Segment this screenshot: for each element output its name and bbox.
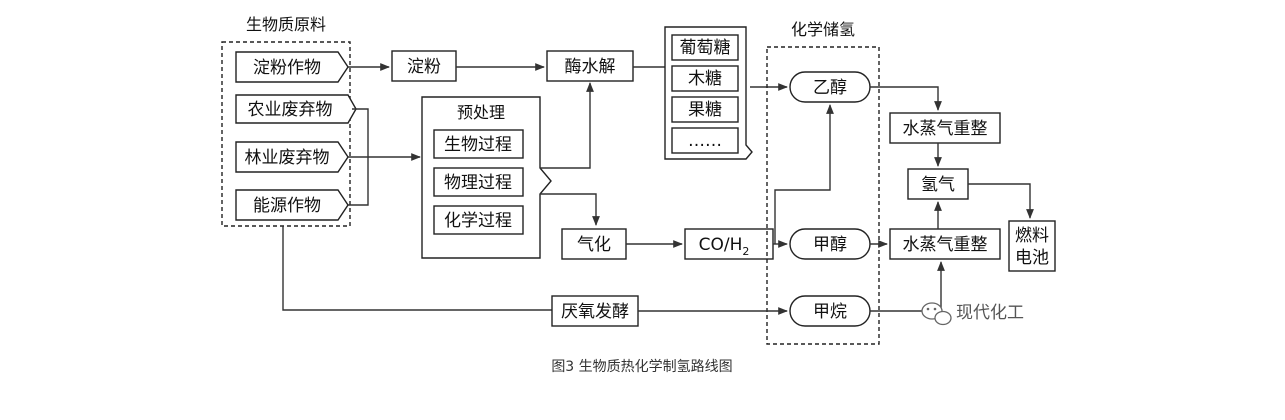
steam-reforming-bottom-box xyxy=(889,228,1001,260)
pretreatment-step-label: 生物过程 xyxy=(444,135,512,155)
feedstock-energy-crops: 能源作物 xyxy=(235,189,349,221)
arrow-pretreatment-to-gasification xyxy=(540,193,600,226)
anaerobic-digestion-label: 厌氧发酵 xyxy=(561,302,629,322)
feedstock-forestry-waste: 林业废弃物 xyxy=(235,141,349,173)
pretreatment-step-label: 化学过程 xyxy=(444,211,512,231)
pretreatment-step-label: 物理过程 xyxy=(444,173,512,193)
starch-label: 淀粉 xyxy=(407,57,441,77)
sugar-label: 葡萄糖 xyxy=(680,38,731,58)
pretreatment-step-physical xyxy=(433,167,524,197)
ethanol-label: 乙醇 xyxy=(813,78,847,98)
sugar-label: 果糖 xyxy=(688,100,722,120)
biomass-raw-group-frame xyxy=(221,41,351,227)
hydrogen-box xyxy=(907,168,969,200)
sugar-fructose-box xyxy=(671,96,739,123)
steam-reforming-top-label: 水蒸气重整 xyxy=(903,119,988,139)
feedstock-label: 农业废弃物 xyxy=(248,100,333,120)
arrow-pretreatment-to-hydrolysis xyxy=(540,82,594,169)
sugar-label: 木糖 xyxy=(688,69,722,89)
enzymatic-hydrolysis-label: 酶水解 xyxy=(565,57,616,77)
figure-caption: 图3 生物质热化学制氢路线图 xyxy=(551,359,732,375)
methane-label: 甲烷 xyxy=(813,302,847,322)
feedstock-agricultural-waste: 农业废弃物 xyxy=(235,94,357,124)
pretreatment-step-chemical xyxy=(433,205,524,235)
wechat-logo-icon xyxy=(921,302,952,326)
steam-reforming-bottom-label: 水蒸气重整 xyxy=(903,235,988,255)
arrow-ethanol-to-reforming xyxy=(870,86,942,111)
feedstock-starch-crops: 淀粉作物 xyxy=(235,51,349,83)
sugar-etc-box xyxy=(671,127,739,154)
sugar-xylose-box xyxy=(671,65,739,92)
hydrogen-label: 氢气 xyxy=(921,175,955,195)
syngas-subscript: 2 xyxy=(742,245,749,258)
pretreatment-title: 预处理 xyxy=(457,103,505,122)
feedstock-label: 能源作物 xyxy=(253,196,321,216)
chemical-storage-group-frame xyxy=(766,46,880,345)
biomass-raw-group-title: 生物质原料 xyxy=(246,15,326,34)
fuel-cell-label-line2: 电池 xyxy=(1015,248,1049,268)
watermark-text: 现代化工 xyxy=(956,303,1024,323)
methanol-label: 甲醇 xyxy=(813,235,847,255)
fuel-cell-box xyxy=(1008,220,1056,272)
gasification-box xyxy=(561,228,627,260)
enzymatic-hydrolysis-box xyxy=(546,50,634,82)
arrow-syngas-to-ethanol xyxy=(774,104,834,244)
starch-box xyxy=(391,50,457,82)
line-feedstock-to-anaerobic xyxy=(282,226,552,311)
pretreatment-step-biological xyxy=(433,129,524,159)
fuel-cell-label-line1: 燃料 xyxy=(1015,226,1049,246)
feedstock-label: 淀粉作物 xyxy=(253,58,321,78)
sugar-label: …… xyxy=(688,131,722,151)
arrow-hydrogen-to-fuel-cell xyxy=(968,183,1034,219)
steam-reforming-top-box xyxy=(889,112,1001,144)
syngas-label: CO/H2 xyxy=(699,235,750,258)
feedstock-label: 林业废弃物 xyxy=(245,148,330,168)
chemical-storage-group-title: 化学储氢 xyxy=(791,20,855,39)
anaerobic-digestion-box xyxy=(551,295,639,327)
sugar-glucose-box xyxy=(671,34,739,61)
syngas-main-text: CO/H xyxy=(699,235,743,255)
gasification-label: 气化 xyxy=(577,235,611,255)
